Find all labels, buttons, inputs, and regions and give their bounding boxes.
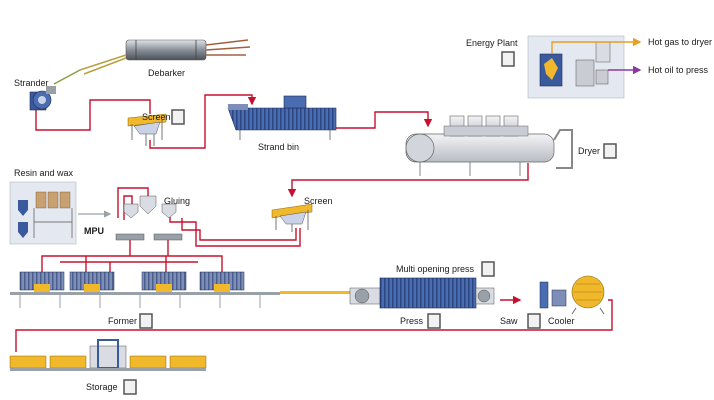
press-label: Press [400, 316, 424, 326]
strander-label: Strander [14, 78, 49, 88]
mpu-label: MPU [84, 226, 104, 236]
multi-press-info-box[interactable] [481, 261, 495, 277]
flow-lines [15, 94, 613, 352]
gluing-label: Gluing [164, 196, 190, 206]
screen-1-info-box[interactable] [171, 109, 185, 125]
strand-bin [227, 95, 337, 140]
flow-screen2-to-gluing-2 [169, 214, 301, 247]
screen-2 [271, 203, 313, 232]
flow-screen-to-strandbin [149, 94, 257, 149]
debarker-label: Debarker [148, 68, 185, 78]
flow-strander-to-screen [35, 99, 151, 131]
saw-label: Saw [500, 316, 518, 326]
flow-cooler-to-storage [15, 299, 613, 352]
multi-press-label: Multi opening press [396, 264, 475, 274]
hot-gas-label: Hot gas to dryer [648, 37, 712, 47]
storage-label: Storage [86, 382, 118, 392]
flow-screen2-to-gluing [181, 218, 297, 241]
flow-gluing-to-formers [41, 255, 223, 272]
mat-belt [280, 291, 350, 294]
flow-mpu-to-gluing [117, 187, 149, 218]
strand-bin-label: Strand bin [258, 142, 299, 152]
hot-gas-arrow [551, 37, 642, 54]
former-label: Former [108, 316, 137, 326]
screen-1-label: Screen [142, 112, 171, 122]
former-unit [69, 271, 115, 292]
screen-2-label: Screen [304, 196, 333, 206]
storage-info-box[interactable] [123, 379, 137, 395]
energy-plant-info-box[interactable] [501, 51, 515, 67]
press-info-box[interactable] [427, 313, 441, 329]
resin-wax-unit [9, 181, 77, 245]
energy-plant-label: Energy Plant [466, 38, 518, 48]
gluing [115, 195, 183, 241]
former-unit [19, 271, 65, 292]
energy-plant [527, 35, 625, 99]
cooler-label: Cooler [548, 316, 575, 326]
saw-info-box[interactable] [527, 313, 541, 329]
former-unit [199, 271, 245, 292]
former-info-box[interactable] [139, 313, 153, 329]
storage [9, 339, 207, 371]
debarker [53, 39, 251, 85]
saw-cooler [539, 275, 605, 315]
flow-strandbin-to-dryer [336, 111, 433, 129]
dryer-info-box[interactable] [603, 143, 617, 159]
multi-opening-press [349, 277, 495, 309]
forming-line [10, 271, 350, 308]
resin-wax-label: Resin and wax [14, 168, 74, 178]
screen-1 [127, 113, 167, 146]
dryer-label: Dryer [578, 146, 600, 156]
dryer [405, 115, 573, 176]
flow-dryer-to-screen2 [287, 163, 529, 198]
strander [29, 86, 56, 111]
hot-oil-label: Hot oil to press [648, 65, 709, 75]
former-unit [141, 271, 187, 292]
